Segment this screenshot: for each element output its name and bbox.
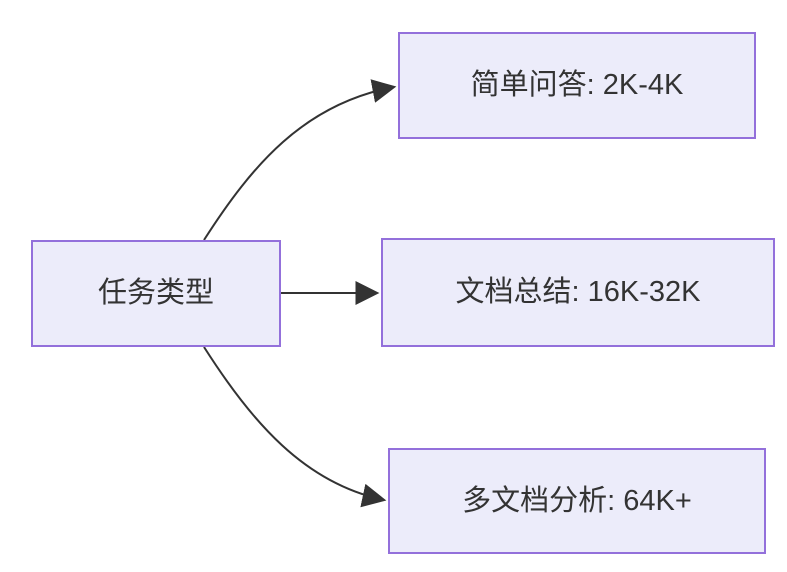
edge-root-to-multi-doc-analysis [203, 346, 387, 508]
node-doc-summary: 文档总结: 16K-32K [381, 238, 775, 347]
node-multi-doc-analysis: 多文档分析: 64K+ [388, 448, 766, 554]
node-task-type-label: 任务类型 [97, 277, 214, 310]
node-simple-qa: 简单问答: 2K-4K [398, 32, 756, 139]
edge-root-to-simple-qa [203, 79, 397, 241]
node-simple-qa-label: 简单问答: 2K-4K [470, 69, 684, 102]
node-multi-doc-analysis-label: 多文档分析: 64K+ [462, 484, 692, 517]
node-task-type: 任务类型 [31, 240, 281, 347]
node-doc-summary-label: 文档总结: 16K-32K [455, 276, 701, 309]
